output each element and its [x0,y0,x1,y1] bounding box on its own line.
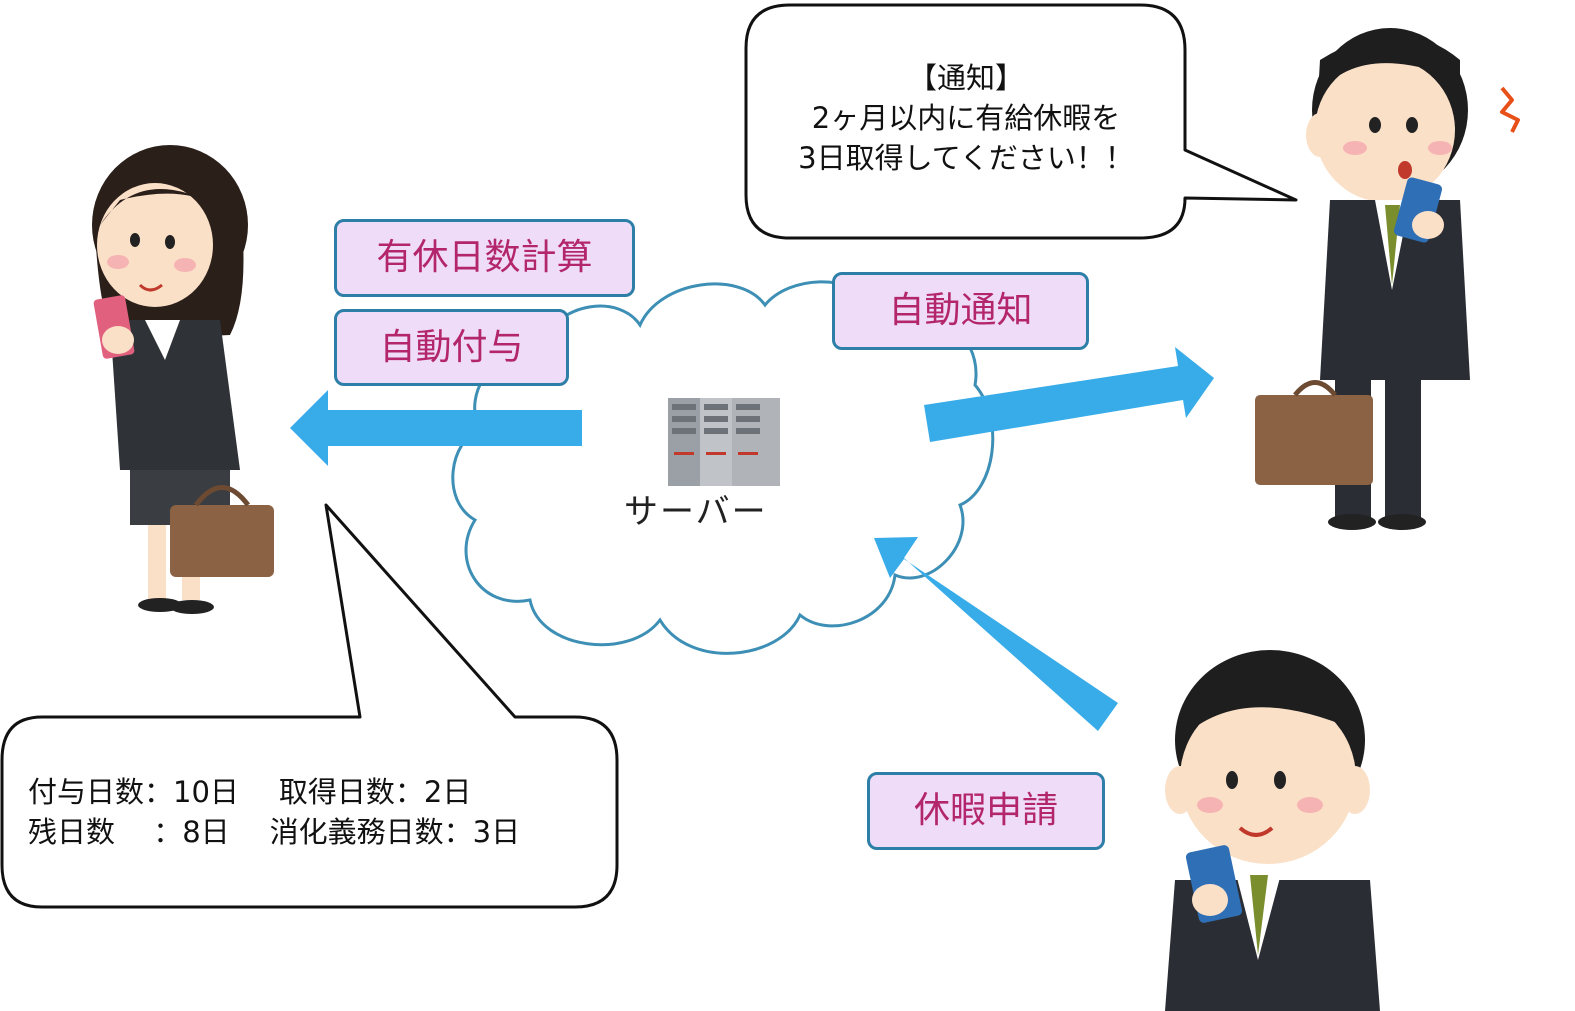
stats-bubble-shape [0,503,619,909]
server-icon [668,398,780,486]
tag-auto-notify: 自動通知 [832,272,1089,350]
server-label: サーバー [624,492,768,532]
arrow-to-man-top [924,347,1214,442]
man-smiling-figure [1165,650,1380,1011]
notification-bubble-shape [744,3,1298,240]
granted-days: 付与日数：10日 [28,775,239,809]
tag-leave-request: 休暇申請 [867,772,1105,850]
woman-figure [92,145,274,614]
stats-text: 付与日数：10日 取得日数：2日 残日数 ：8日 消化義務日数：3日 [28,772,520,852]
arrow-from-man-bottom [874,537,1118,731]
taken-days: 取得日数：2日 [278,775,472,809]
tag-auto-grant: 自動付与 [334,309,569,386]
man-surprised-figure [1255,28,1520,530]
notification-line-1: 2ヶ月以内に有給休暇を [811,101,1121,135]
stats-row-1: 付与日数：10日 取得日数：2日 [28,772,520,812]
notification-text: 【通知】 2ヶ月以内に有給休暇を 3日取得してください！！ [756,58,1176,178]
mandatory-days: 消化義務日数：3日 [269,815,521,849]
notification-title: 【通知】 [907,61,1024,95]
stats-row-2: 残日数 ：8日 消化義務日数：3日 [28,812,520,852]
remaining-days: 残日数 ：8日 [28,815,230,849]
arrow-to-woman [290,390,582,466]
notification-line-2: 3日取得してください！！ [798,141,1134,175]
tag-vacation-calc: 有休日数計算 [334,219,635,297]
